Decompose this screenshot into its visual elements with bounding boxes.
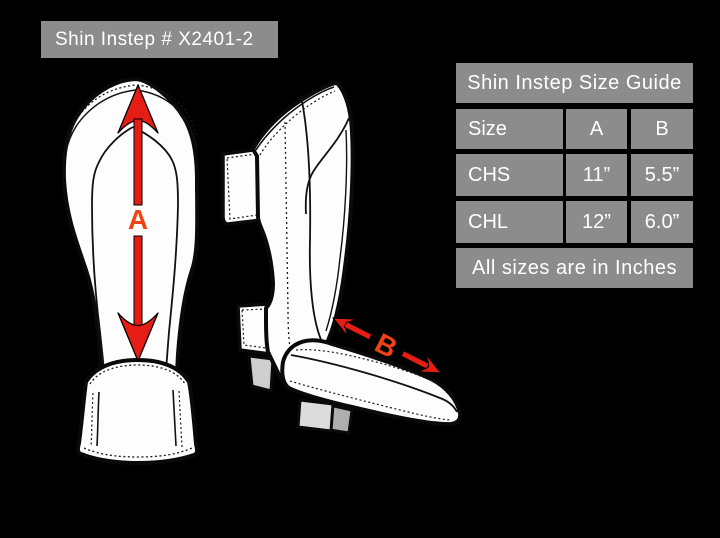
side-lobe-curve	[304, 117, 350, 215]
front-instep-pad	[75, 358, 200, 465]
measure-a-label: A	[128, 204, 148, 235]
pad-right-stitch	[178, 390, 183, 448]
table-row: CHS 11” 5.5”	[456, 154, 693, 196]
arrow-a-shaft-top	[133, 118, 143, 206]
table-row: CHL 12” 6.0”	[456, 201, 693, 243]
side-foot-strap	[296, 398, 335, 433]
side-view-drawing	[221, 81, 463, 435]
measure-arrow-a: A	[117, 84, 159, 362]
row-chs-size: CHS	[456, 154, 563, 196]
front-inner-contour	[91, 126, 134, 403]
arrow-a-shaft-bottom	[133, 235, 143, 328]
side-center-stitch	[284, 121, 293, 361]
size-guide-title: Shin Instep Size Guide	[456, 63, 693, 103]
pad-right-seam	[172, 389, 177, 447]
row-chl-a: 12”	[566, 201, 627, 243]
side-center-seam	[300, 95, 323, 343]
row-chs-b: 5.5”	[631, 154, 693, 196]
pad-left-stitch	[90, 392, 94, 448]
side-front-piping	[325, 129, 348, 332]
arrow-b-shaft-left	[343, 321, 373, 341]
header-cell-size: Size	[456, 109, 563, 149]
side-flap-seam	[255, 86, 335, 151]
arrow-a-bottom-head	[117, 312, 159, 362]
arrow-b-right-head	[416, 353, 442, 374]
front-view-drawing	[61, 77, 200, 465]
foot-cuff-seam	[290, 354, 458, 413]
pad-left-seam	[96, 391, 100, 447]
front-dome-stitch	[67, 84, 197, 141]
side-lower-strap-stitch	[241, 308, 267, 349]
product-label: Shin Instep # X2401-2	[41, 21, 278, 58]
row-chs-a: 11”	[566, 154, 627, 196]
header-cell-a: A	[566, 109, 627, 149]
side-upper-strap-tab	[221, 147, 263, 226]
size-guide-table: Shin Instep Size Guide Size A B CHS 11” …	[456, 0, 693, 300]
row-chl-b: 6.0”	[631, 201, 693, 243]
pad-bottom-stitch	[83, 447, 193, 458]
pad-top-stitch	[89, 364, 186, 385]
front-inner-contour-right	[132, 126, 179, 403]
row-chl-size: CHL	[456, 201, 563, 243]
side-ankle-strap	[247, 354, 275, 393]
size-guide-header-row: Size A B	[456, 109, 693, 149]
size-guide-footnote: All sizes are in Inches	[456, 248, 693, 288]
foot-bottom-stitch	[289, 380, 451, 421]
side-foot-outline	[280, 338, 463, 427]
side-panel-outline	[251, 81, 355, 385]
header-cell-b: B	[631, 109, 693, 149]
